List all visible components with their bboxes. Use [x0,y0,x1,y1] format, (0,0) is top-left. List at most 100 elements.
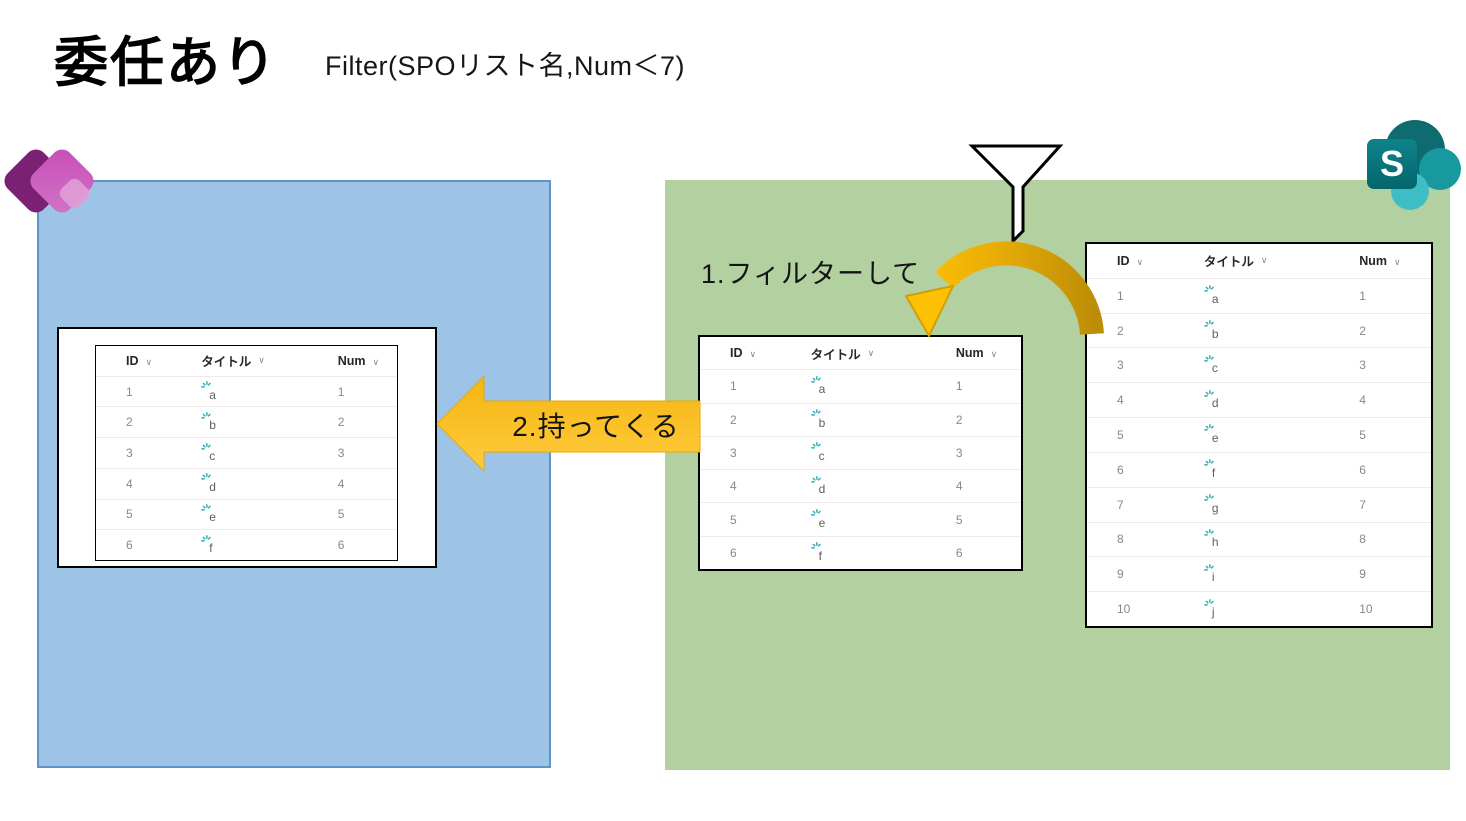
table-cell: 1 [955,379,963,394]
chevron-down-icon: ∨ [258,355,265,366]
table-cell: d [177,473,309,494]
table-cell: 4 [1117,393,1124,408]
table-cell: 4 [337,476,345,491]
table-cell: 2 [730,412,737,427]
table-cell: 2 [337,415,345,430]
column-header: ID [1117,253,1130,268]
table-cell: 4 [730,479,737,494]
table-cell: d [787,475,928,496]
sparkle-icon [1204,389,1214,397]
table-cell: 4 [126,476,133,491]
sparkle-icon [1204,355,1214,362]
sparkle-icon [1204,598,1214,606]
table-cell: 3 [1359,358,1366,373]
table-header-row: ID∨タイトル∨Num∨ [96,346,397,377]
table-cell: 4 [955,479,963,494]
sparkle-icon [810,409,821,416]
table-cell: a [1180,285,1331,306]
table-cell: 6 [126,538,133,553]
table-row: 9 i 9 [1087,557,1431,593]
sparkle-icon [201,504,211,511]
chevron-down-icon: ∨ [1394,256,1401,267]
table-cell: c [177,442,309,463]
table-cell: 8 [1117,532,1124,547]
sparkle-icon [1204,529,1214,536]
table-cell: 3 [730,445,737,460]
table-row: 4 d 4 [700,470,1021,504]
step2-label: 2.持ってくる [512,411,680,442]
table-cell: c [787,442,928,463]
chevron-down-icon: ∨ [990,349,998,360]
sparkle-icon [1204,320,1214,327]
table-cell: b [787,409,928,430]
table-cell: 9 [1359,567,1366,582]
table-cell: f [787,542,928,563]
table-cell: j [1180,598,1331,619]
sparkle-icon [1204,459,1214,466]
table-cell: 6 [730,545,737,560]
column-header: タイトル [201,355,252,370]
table-cell: 1 [1359,288,1366,303]
page-title: 委任あり [54,33,278,93]
table-cell: a [787,376,928,396]
column-header: ID [126,353,139,368]
table-cell: 5 [1117,427,1124,442]
table-cell: 5 [337,507,345,522]
table-row: 2 b 2 [700,404,1021,437]
sparkle-icon [1204,285,1214,292]
table-cell: 6 [955,545,963,560]
table-cell: 4 [1359,393,1366,408]
table-cell: d [1180,389,1331,410]
sparkle-icon [1204,424,1214,432]
column-header: ID [730,346,743,361]
table-cell: h [1180,529,1331,549]
chevron-down-icon: ∨ [372,356,380,367]
table-cell: i [1180,563,1331,584]
sp-square [1367,139,1417,189]
sparkle-icon [1204,494,1214,501]
table-row: 6 f 6 [700,537,1021,569]
table-cell: 5 [730,512,737,527]
chevron-down-icon: ∨ [749,349,757,360]
table-cell: 3 [337,446,345,461]
table-cell: b [177,411,309,432]
chevron-down-icon: ∨ [867,347,875,358]
table-cell: f [177,534,309,555]
table-header-row: ID∨タイトル∨Num∨ [1087,244,1431,279]
table-cell: 7 [1359,497,1366,512]
table-cell: 2 [126,415,133,430]
sharepoint-letter: S [1380,143,1404,184]
table-cell: 2 [955,412,963,427]
table-cell: 3 [1117,358,1124,373]
sparkle-icon [810,509,821,516]
column-header: Num [955,346,984,361]
table-row: 5 e 5 [96,500,397,531]
table-cell: 9 [1117,567,1124,582]
table-cell: e [177,504,309,524]
table-cell: 3 [126,446,133,461]
sparkle-icon [201,411,211,419]
table-cell: 5 [955,512,963,527]
table-cell: 7 [1117,497,1124,512]
table-cell: 10 [1117,602,1131,617]
table-row: 3 c 3 [1087,348,1431,384]
column-header: Num [337,353,366,368]
table-row: 3 c 3 [96,438,397,469]
table-cell: 10 [1359,602,1373,617]
table-cell: a [177,381,309,402]
table-cell: 2 [1117,323,1124,338]
table-cell: 5 [126,507,133,522]
sparkle-icon [201,534,211,542]
table-cell: c [1180,355,1331,375]
